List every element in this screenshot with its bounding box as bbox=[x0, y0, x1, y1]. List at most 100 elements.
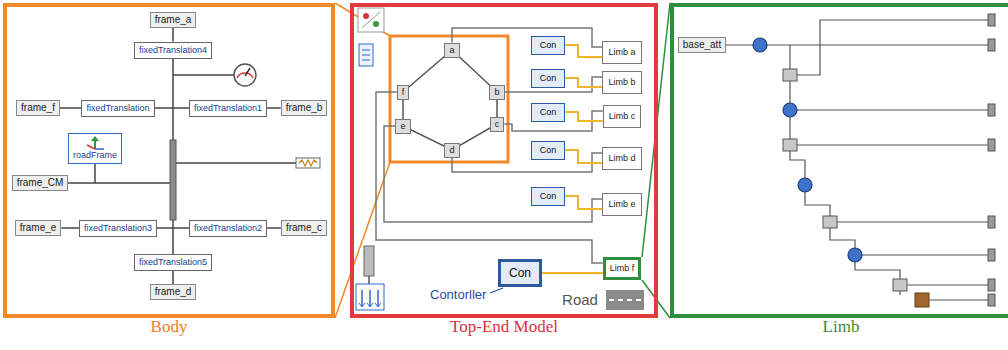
node-label: fixedTranslation2 bbox=[194, 223, 262, 234]
body-port: e bbox=[395, 119, 410, 134]
frame-port: frame_b bbox=[281, 100, 328, 116]
frame-icon bbox=[84, 136, 106, 150]
bus-icon bbox=[296, 158, 320, 168]
road-block-icon bbox=[361, 290, 363, 306]
road-block-icon bbox=[368, 276, 370, 284]
body-bar bbox=[170, 140, 176, 220]
limb-chain bbox=[790, 20, 988, 75]
road-icon bbox=[606, 290, 644, 310]
leader-line bbox=[490, 288, 503, 293]
sensor-gauge bbox=[234, 64, 256, 86]
node-label: fixedTranslation4 bbox=[139, 45, 207, 56]
body-wiring bbox=[173, 162, 296, 164]
node-label: frame_e bbox=[20, 222, 57, 234]
limb-chain bbox=[900, 284, 988, 285]
node-label: fixedTranslation3 bbox=[84, 223, 152, 234]
body-panel: Bodyframe_afixedTranslation4frame_ffixed… bbox=[3, 3, 335, 318]
joint-symbol bbox=[848, 248, 862, 262]
limb-block: Limb f bbox=[603, 257, 642, 280]
node-label: Con bbox=[540, 73, 557, 84]
road-frame-block: roadFrame bbox=[68, 133, 122, 164]
node-label: frame_f bbox=[21, 102, 55, 114]
node-label: e bbox=[400, 121, 405, 132]
body-port: c bbox=[490, 117, 505, 132]
node-label: frame_c bbox=[286, 222, 322, 234]
connector-wire bbox=[267, 227, 281, 229]
node-label: d bbox=[449, 145, 454, 156]
segment-port bbox=[988, 249, 995, 261]
translation-block: fixedTranslation4 bbox=[134, 42, 212, 59]
segment-port bbox=[988, 279, 995, 291]
road-block-icon bbox=[356, 284, 384, 310]
world-icon bbox=[363, 13, 369, 19]
param-icon bbox=[362, 60, 370, 61]
world-icon bbox=[358, 8, 384, 32]
body-port: a bbox=[444, 43, 459, 58]
translation-block: fixedTranslation2 bbox=[189, 220, 267, 237]
segment-port bbox=[988, 39, 995, 51]
node-label: roadFrame bbox=[73, 150, 117, 161]
zoom-line bbox=[335, 3, 390, 36]
segment-port bbox=[988, 104, 995, 116]
road-block-icon bbox=[364, 246, 374, 276]
translation-block: fixedTranslation bbox=[81, 100, 154, 117]
road-label: Road bbox=[560, 291, 600, 309]
connector-wire bbox=[565, 112, 602, 121]
world-icon bbox=[373, 21, 379, 27]
limb-block: Limb a bbox=[602, 41, 641, 64]
body-wiring bbox=[40, 50, 296, 262]
node-label: a bbox=[449, 45, 454, 56]
node-label: Limb b bbox=[608, 77, 635, 88]
connector-wire bbox=[565, 150, 602, 163]
node-label: Con bbox=[540, 107, 557, 118]
node-label: b bbox=[494, 87, 499, 98]
frame-port: frame_c bbox=[281, 220, 327, 236]
node-label: base_att bbox=[683, 39, 721, 51]
node-label: Limb e bbox=[608, 199, 635, 210]
controller-block: Con bbox=[531, 36, 566, 55]
node-label: Limb f bbox=[610, 263, 635, 274]
node-label: c bbox=[495, 119, 500, 130]
body-port: f bbox=[397, 85, 410, 100]
limb-chain bbox=[830, 221, 988, 222]
road-block-icon bbox=[356, 246, 384, 310]
connector-wire bbox=[565, 196, 602, 209]
body-port: d bbox=[444, 143, 459, 158]
node-label: frame_d bbox=[155, 286, 192, 298]
road-block-icon bbox=[359, 303, 381, 307]
limb-block: Limb b bbox=[602, 71, 641, 94]
connector-wire bbox=[267, 107, 281, 109]
road-block-icon bbox=[377, 290, 379, 306]
axis-arrow bbox=[87, 145, 95, 149]
limb-block: Limb e bbox=[602, 193, 641, 216]
world-icon bbox=[362, 12, 380, 28]
controller-block: Con bbox=[531, 103, 566, 122]
connector-wire bbox=[384, 126, 602, 222]
limb-panel: Limbbase_att bbox=[670, 3, 1008, 318]
segment-port bbox=[988, 139, 995, 151]
body-symbol bbox=[783, 69, 797, 81]
segment-port bbox=[988, 14, 995, 26]
panel-caption: Top-End Model bbox=[354, 317, 654, 337]
body-symbol bbox=[783, 69, 907, 291]
road-block-icon bbox=[369, 290, 371, 306]
translation-block: fixedTranslation3 bbox=[79, 220, 157, 237]
connector-wire bbox=[172, 271, 174, 285]
joint-symbol bbox=[753, 38, 862, 262]
param-icon bbox=[359, 44, 373, 66]
node-label: fixedTranslation5 bbox=[139, 257, 207, 268]
connector-wire bbox=[565, 45, 602, 57]
node-label: f bbox=[402, 87, 405, 98]
connector-wire bbox=[565, 78, 602, 87]
limb-block: Limb c bbox=[603, 105, 642, 128]
frame-port: frame_f bbox=[16, 100, 60, 116]
node-label: Con bbox=[540, 40, 557, 51]
frame-port: frame_CM bbox=[12, 175, 69, 191]
bus-icon bbox=[299, 160, 317, 166]
segment-port bbox=[988, 294, 995, 306]
highlight-frame bbox=[390, 36, 508, 162]
connector-wire bbox=[60, 107, 81, 109]
sensor-gauge bbox=[234, 64, 256, 86]
translation-block: fixedTranslation5 bbox=[134, 254, 212, 271]
node-label: Limb d bbox=[608, 153, 635, 164]
